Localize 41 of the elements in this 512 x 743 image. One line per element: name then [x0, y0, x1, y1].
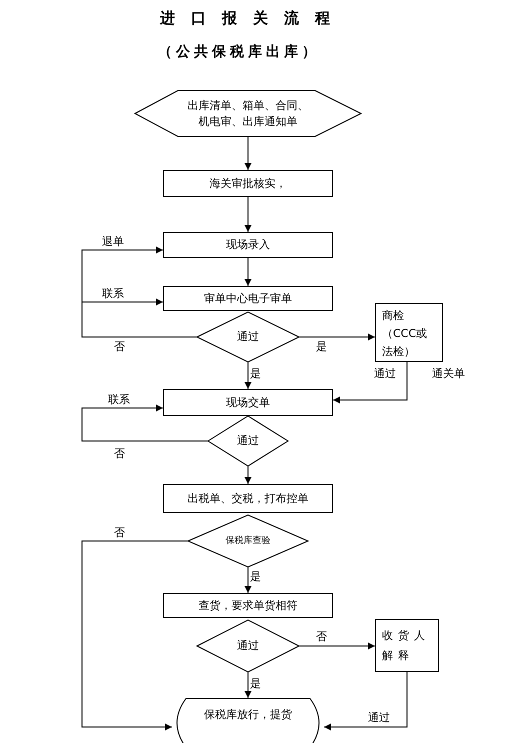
edge-label: 联系 [102, 287, 124, 300]
edge-label: 是 [250, 367, 261, 380]
arrow [82, 298, 198, 338]
branch-label: 否 [114, 447, 125, 460]
document-label: 通关单 [432, 367, 465, 380]
process-box: 审单中心电子审单 [163, 286, 333, 311]
edge-label: 通过 [368, 711, 390, 724]
process-box: 海关审批核实， [163, 170, 333, 197]
edge-label: 通过 [374, 367, 396, 380]
arrow [82, 404, 208, 442]
decision-diamond: 通过 [197, 312, 299, 362]
edge-label: 是 [250, 570, 261, 583]
edge-label: 是 [316, 340, 327, 353]
arrow [298, 642, 376, 650]
decision-diamond: 通过 [208, 416, 288, 466]
arrow [244, 566, 252, 594]
edge-label: 退单 [102, 235, 124, 248]
edge-label: 联系 [108, 393, 130, 406]
arrow [244, 466, 252, 484]
process-box: 商检（CCC或法检） [375, 303, 443, 362]
decision-diamond: 通过 [197, 620, 299, 672]
arrow [244, 136, 252, 170]
edge-label: 否 [316, 630, 327, 643]
decision-diamond: 保税库查验 [188, 515, 308, 567]
branch-label: 否 [114, 340, 125, 353]
arrow [324, 672, 408, 730]
edge-label: 是 [250, 677, 261, 690]
process-box: 现场交单 [163, 389, 333, 416]
process-box: 收货人解释 [375, 619, 439, 672]
arrow [244, 258, 252, 286]
process-box: 出税单、交税，打布控单 [163, 484, 333, 513]
arrow [244, 672, 252, 698]
arrow [244, 362, 252, 390]
edge-label: 否 [114, 526, 125, 539]
input-hexagon: 出库清单、箱单、合同、机电审、出库通知单 [135, 90, 361, 137]
arrow [82, 540, 188, 730]
process-box: 查货，要求单货相符 [163, 593, 333, 618]
arrow [298, 334, 376, 340]
process-box: 现场录入 [163, 232, 333, 258]
arrow [332, 362, 408, 404]
arrow [244, 196, 252, 232]
